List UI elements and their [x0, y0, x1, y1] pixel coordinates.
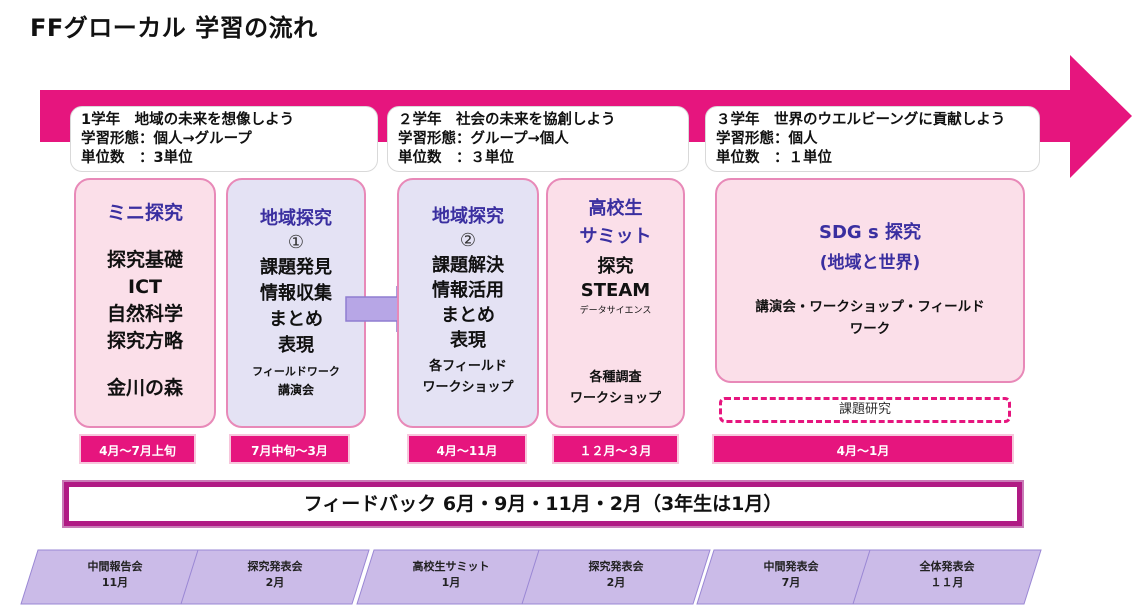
sdgs-body: ワーク — [849, 321, 891, 337]
year2-box: ２学年 社会の未来を協創しよう 学習形態：グループ→個人 単位数 ：３単位 — [387, 106, 689, 172]
regional1-sub: フィールドワーク — [252, 365, 340, 378]
year1-heading: 1学年 地域の未来を想像しよう — [81, 112, 295, 128]
regional-inquiry-2-number: ② — [459, 230, 477, 251]
event-month: １１月 — [930, 576, 964, 589]
summit-title-1: 高校生 — [588, 198, 643, 219]
year3-form: 学習形態：個人 — [716, 131, 818, 147]
regional1-item: 課題発見 — [260, 257, 332, 278]
event-parallelogram: 探究発表会 2月 — [180, 549, 370, 605]
regional-inquiry-2-card: 地域探究 ② 課題解決 情報活用 まとめ 表現 各フィールド ワークショップ — [397, 178, 539, 428]
event-name: 高校生サミット — [412, 560, 490, 573]
feedback-bar: フィードバック 6月・9月・11月・2月（3年生は1月） — [62, 480, 1024, 528]
event-parallelogram: 探究発表会 2月 — [521, 549, 711, 605]
summit-sub: ワークショップ — [569, 391, 661, 406]
sdgs-subtitle: (地域と世界) — [819, 253, 921, 273]
period-bar: 7月中旬～3月 — [229, 434, 350, 464]
event-name: 探究発表会 — [588, 560, 644, 573]
sdgs-title: SDG s 探究 — [819, 222, 921, 243]
summit-sub: 各種調査 — [589, 370, 642, 385]
mini-inquiry-title: ミニ探究 — [106, 202, 183, 224]
year1-box: 1学年 地域の未来を想像しよう 学習形態：個人→グループ 単位数 ：3単位 — [70, 106, 378, 172]
mini-inquiry-card: ミニ探究 探究基礎 ICT 自然科学 探究方略 金川の森 — [74, 178, 216, 428]
regional1-sub: 講演会 — [277, 383, 314, 397]
mini-item: 金川の森 — [106, 377, 183, 399]
event-month: 7月 — [781, 576, 801, 589]
mini-item: 探究基礎 — [106, 249, 183, 271]
regional2-item: 課題解決 — [432, 255, 504, 276]
year2-heading: ２学年 社会の未来を協創しよう — [398, 112, 616, 128]
period-bar: 4月～11月 — [407, 434, 527, 464]
student-summit-card: 高校生 サミット 探究 STEAM データサイエンス 各種調査 ワークショップ — [546, 178, 685, 428]
year1-form: 学習形態：個人→グループ — [81, 131, 252, 147]
regional1-item: まとめ — [269, 309, 323, 330]
regional-inquiry-1-title: 地域探究 — [260, 208, 332, 229]
event-month: 11月 — [101, 576, 129, 589]
event-parallelogram: 中間発表会 7月 — [696, 549, 886, 605]
year3-units: 単位数 ：１単位 — [716, 150, 832, 166]
mini-item: ICT — [128, 276, 162, 298]
regional2-item: 表現 — [450, 330, 486, 351]
regional-inquiry-1-number: ① — [287, 232, 305, 253]
event-name: 中間報告会 — [87, 560, 143, 573]
year3-heading: ３学年 世界のウエルビーングに貢献しよう — [716, 112, 1006, 128]
mini-item: 探究方略 — [106, 330, 183, 352]
period-bar: 4月～7月上旬 — [79, 434, 196, 464]
event-parallelogram: 高校生サミット 1月 — [356, 549, 546, 605]
regional1-item: 表現 — [278, 335, 314, 356]
regional1-item: 情報収集 — [260, 283, 332, 304]
research-box: 課題研究 — [719, 397, 1011, 423]
summit-item: 探究 — [597, 256, 634, 277]
sdgs-body: 講演会・ワークショップ・フィールド — [755, 299, 985, 315]
event-month: 1月 — [441, 576, 461, 589]
period-bar: １２月～３月 — [552, 434, 679, 464]
regional2-item: 情報活用 — [432, 280, 504, 301]
summit-title-2: サミット — [579, 226, 652, 247]
period-bar: 4月～1月 — [712, 434, 1014, 464]
page-title: FFグローカル 学習の流れ — [30, 14, 318, 42]
event-month: 2月 — [606, 576, 626, 589]
summit-small-label: データサイエンス — [579, 306, 652, 316]
year1-units: 単位数 ：3単位 — [81, 150, 193, 166]
event-name: 全体発表会 — [919, 560, 975, 573]
event-month: 2月 — [265, 576, 285, 589]
year2-form: 学習形態：グループ→個人 — [398, 131, 569, 147]
event-parallelogram: 全体発表会 １１月 — [852, 549, 1042, 605]
regional-inquiry-1-card: 地域探究 ① 課題発見 情報収集 まとめ 表現 フィールドワーク 講演会 — [226, 178, 366, 428]
event-name: 中間発表会 — [763, 560, 819, 573]
summit-item: STEAM — [580, 280, 651, 301]
regional2-sub: ワークショップ — [422, 380, 514, 395]
event-name: 探究発表会 — [247, 560, 303, 573]
sdgs-inquiry-card: SDG s 探究 (地域と世界) 講演会・ワークショップ・フィールド ワーク — [715, 178, 1025, 383]
year2-units: 単位数 ：３単位 — [398, 150, 514, 166]
regional-inquiry-2-title: 地域探究 — [432, 206, 504, 227]
mini-item: 自然科学 — [106, 303, 183, 325]
year3-box: ３学年 世界のウエルビーングに貢献しよう 学習形態：個人 単位数 ：１単位 — [705, 106, 1040, 172]
regional2-sub: 各フィールド — [429, 359, 507, 374]
regional2-item: まとめ — [441, 305, 495, 326]
